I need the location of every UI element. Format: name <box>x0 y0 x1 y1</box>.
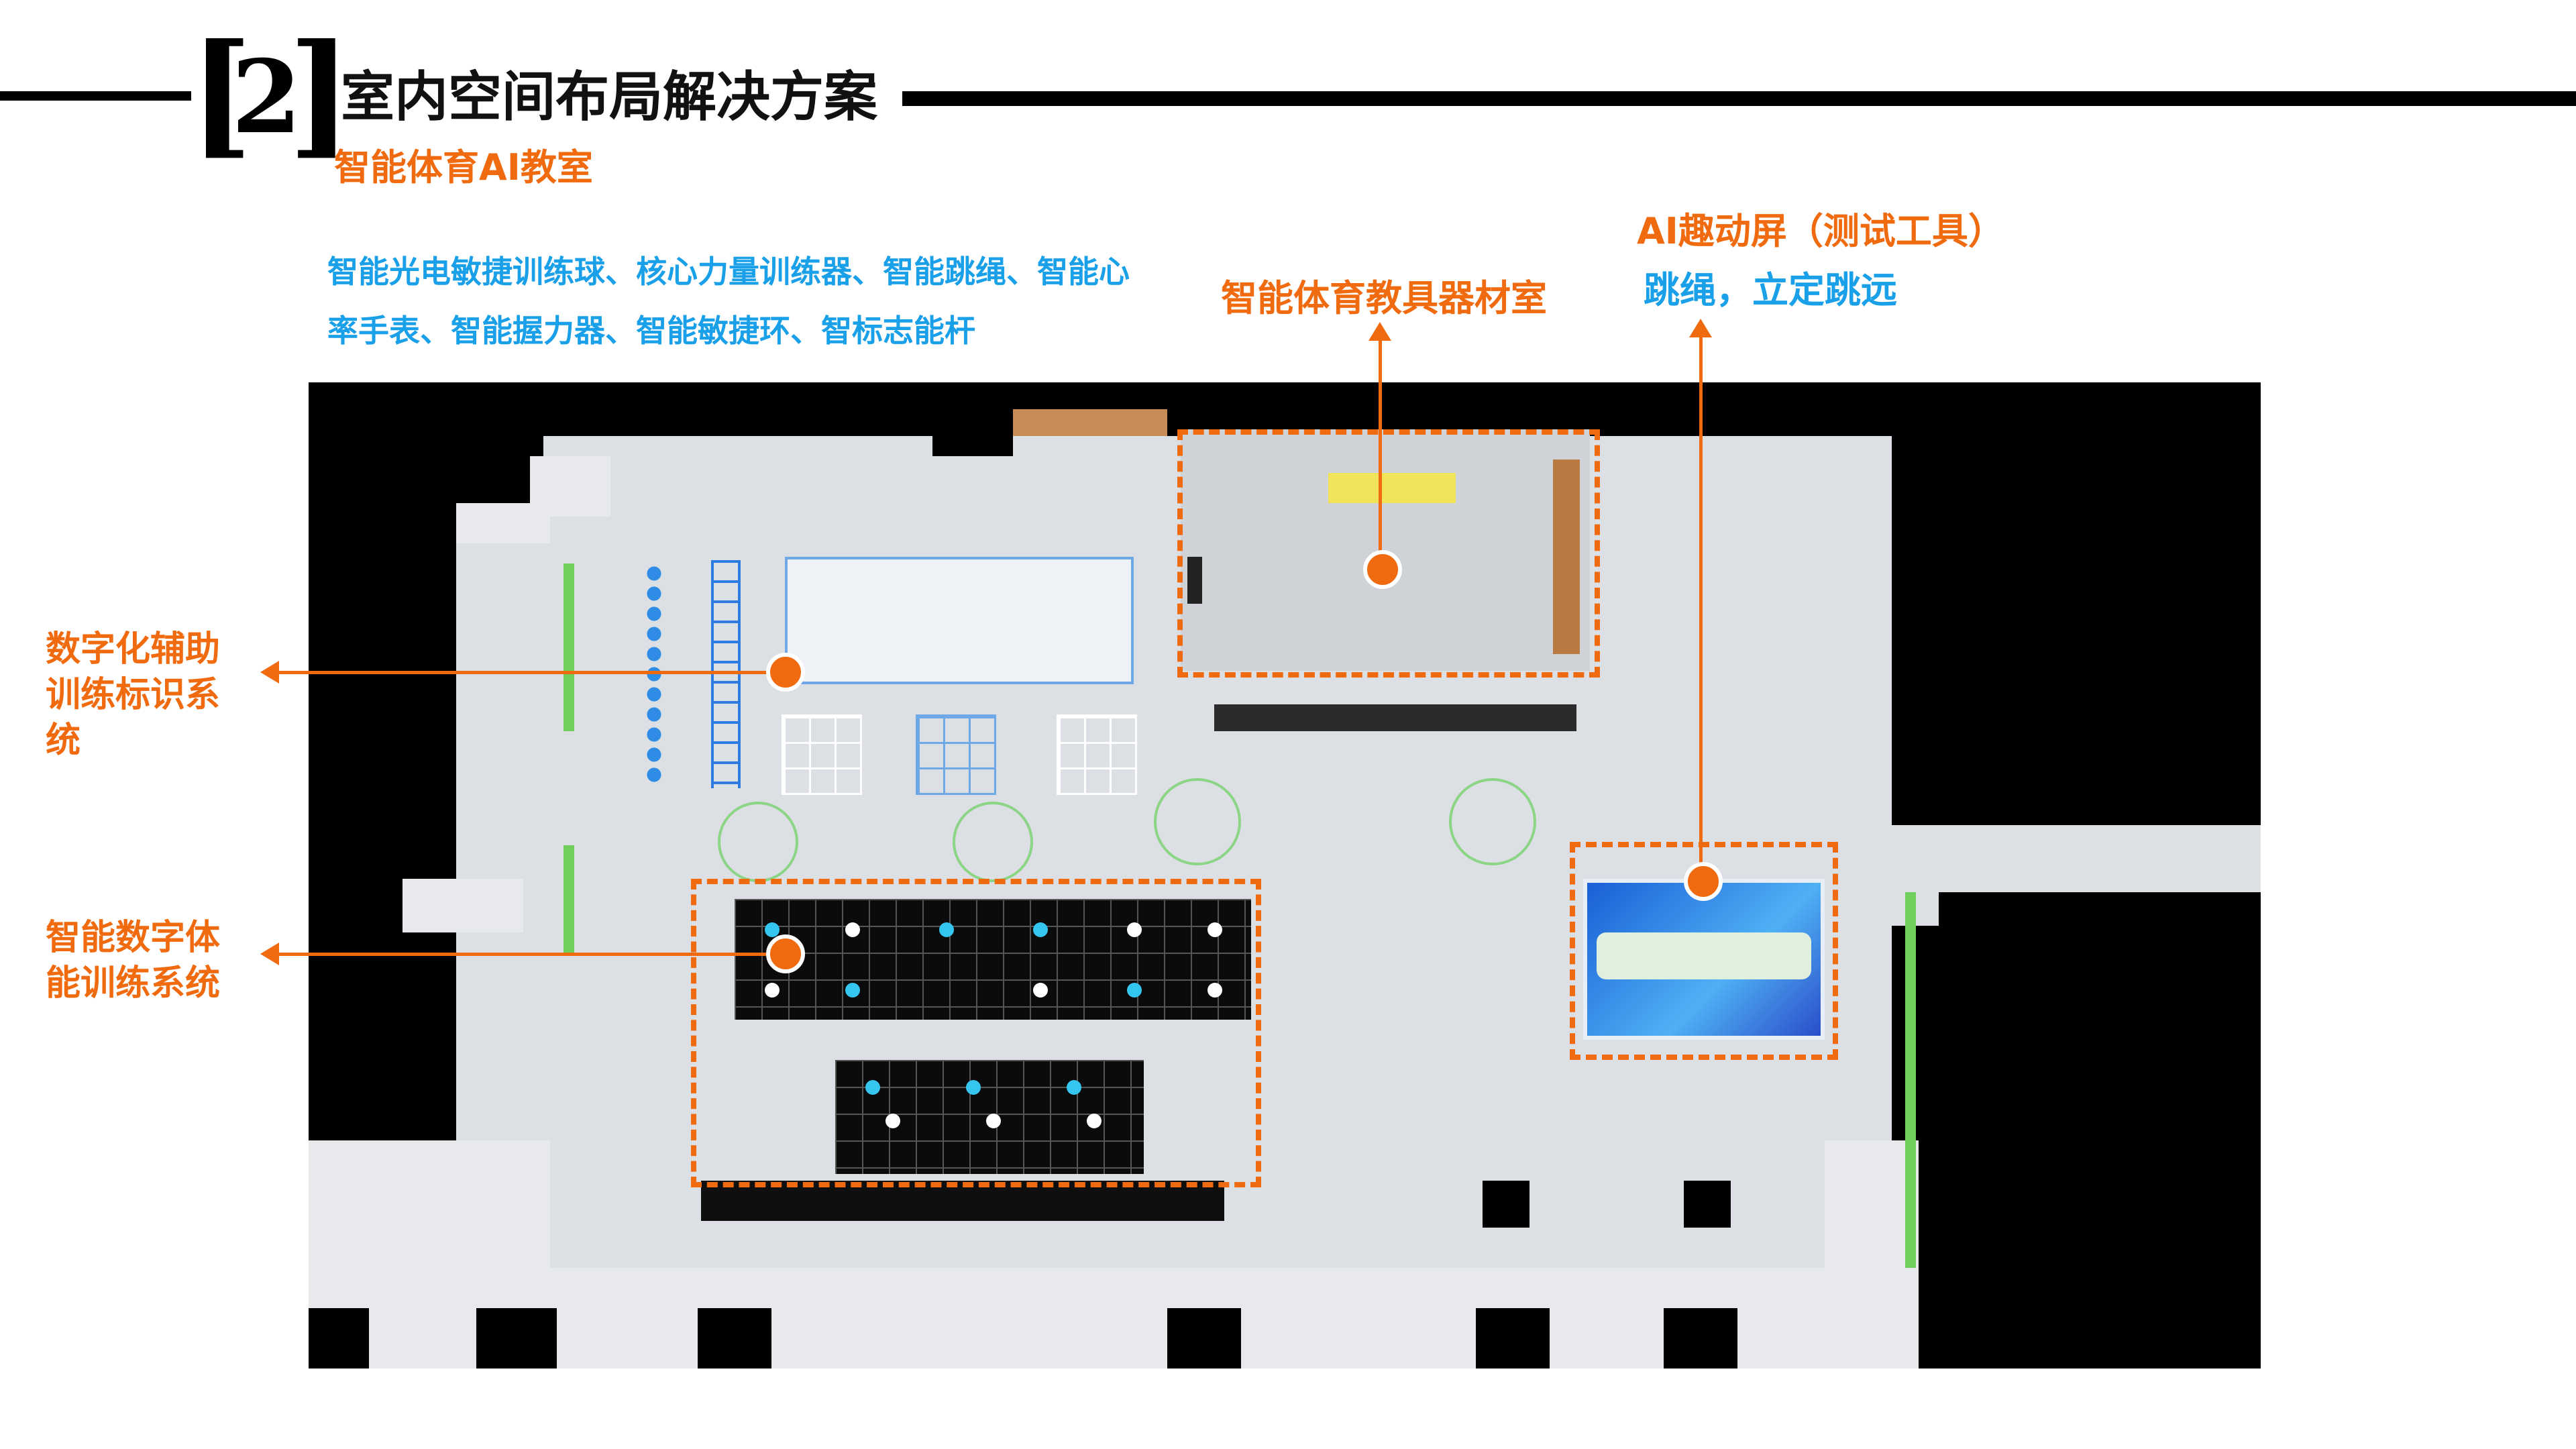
fitness-dot <box>1208 983 1222 998</box>
fitness-dot <box>1067 1080 1081 1095</box>
pillar <box>1664 1308 1737 1368</box>
ai-screen-title: AI趣动屏（测试工具） <box>1637 210 2004 252</box>
pillar <box>1684 1181 1731 1228</box>
fitness-dot <box>765 922 780 937</box>
fitness-dashed-box <box>691 879 1261 1187</box>
fitness-dot <box>845 922 860 937</box>
floor-grid-white-2 <box>1057 714 1137 795</box>
blue-ladder <box>711 560 741 788</box>
fitness-dot <box>939 922 954 937</box>
sensor-ring-1 <box>718 802 798 882</box>
pillar <box>309 1308 369 1368</box>
section-number: 2 <box>231 38 302 156</box>
equipment-room-right-shelf <box>1553 460 1580 654</box>
fitness-dot <box>865 1080 880 1095</box>
header-rule-left <box>0 91 191 101</box>
green-edge-left <box>564 564 574 731</box>
fitness-system-label-1: 智能数字体 <box>46 918 221 958</box>
section-bracket-close: ] <box>288 15 352 172</box>
equipment-room-yellow-boxes <box>1328 473 1456 503</box>
fitness-dot <box>1127 922 1142 937</box>
header-rule-right <box>902 91 2576 106</box>
ai-screen-dashed-box <box>1570 842 1838 1060</box>
pillar <box>1167 1308 1241 1368</box>
pillar <box>1483 1181 1529 1228</box>
pillar <box>1476 1308 1550 1368</box>
leader-fitness-system <box>275 953 785 956</box>
fitness-system-label-2: 能训练系统 <box>46 963 221 1004</box>
equipment-room-label: 智能体育教具器材室 <box>1221 277 1547 319</box>
green-edge-right <box>1905 892 1916 1268</box>
arrow-up-equipment <box>1368 322 1391 341</box>
equipment-list-line1: 智能光电敏捷训练球、核心力量训练器、智能跳绳、智能心 <box>327 254 1130 290</box>
section-bracket-open: [ <box>189 15 253 172</box>
left-step-2 <box>530 456 610 517</box>
fitness-dot <box>845 983 860 998</box>
sensor-ring-3 <box>1154 778 1241 865</box>
pin-equipment-room <box>1363 550 1402 589</box>
leader-equipment-room <box>1379 335 1382 564</box>
marking-system-label-2: 训练标识系 <box>46 675 221 715</box>
arrow-up-ai-screen <box>1689 319 1712 337</box>
fitness-mat-top <box>735 899 1251 1020</box>
floor-grid-blue <box>916 714 996 795</box>
pin-marking-system <box>766 653 805 692</box>
fitness-dot <box>1208 922 1222 937</box>
ai-screen-desc: 跳绳，立定跳远 <box>1644 269 1897 311</box>
top-block <box>932 396 1013 456</box>
ai-screen-bar <box>1597 932 1811 979</box>
floor-grid-white-1 <box>782 714 862 795</box>
fitness-dot <box>1087 1114 1102 1128</box>
fitness-dot <box>1033 983 1048 998</box>
fitness-dot <box>885 1114 900 1128</box>
arrow-left-marking <box>260 661 279 684</box>
leader-marking-system <box>275 671 785 674</box>
marking-mat <box>785 557 1134 684</box>
pin-fitness-system <box>766 934 805 973</box>
center-lower-floor <box>550 1053 1825 1268</box>
pillar <box>698 1308 771 1368</box>
marking-system-label-1: 数字化辅助 <box>46 629 221 669</box>
floor-plan <box>309 382 2261 1368</box>
fitness-dot <box>986 1114 1001 1128</box>
fitness-dot <box>1127 983 1142 998</box>
green-edge-left-2 <box>564 845 574 953</box>
left-step-3 <box>402 879 523 932</box>
top-shelf <box>1013 409 1167 436</box>
fitness-dot <box>1033 922 1048 937</box>
page-title: 室内空间布局解决方案 <box>341 66 877 128</box>
front-bench <box>701 1181 1224 1221</box>
sensor-ring-2 <box>953 802 1033 882</box>
arrow-left-fitness <box>260 943 279 965</box>
sensor-ring-4 <box>1449 778 1536 865</box>
equipment-room-dashed-box <box>1177 429 1600 678</box>
marker-dot-column <box>644 564 664 785</box>
equipment-room-bottom-shelf <box>1214 704 1576 731</box>
fitness-dot <box>966 1080 981 1095</box>
page-subtitle: 智能体育AI教室 <box>334 146 593 189</box>
right-dark-room <box>1939 892 2261 1368</box>
equipment-room-door <box>1187 557 1202 604</box>
pin-ai-screen <box>1684 862 1723 901</box>
equipment-list-line2: 率手表、智能握力器、智能敏捷环、智标志能杆 <box>327 313 975 349</box>
leader-ai-screen <box>1699 332 1703 882</box>
fitness-dot <box>765 983 780 998</box>
pillar <box>476 1308 557 1368</box>
marking-system-label-3: 统 <box>46 720 81 761</box>
